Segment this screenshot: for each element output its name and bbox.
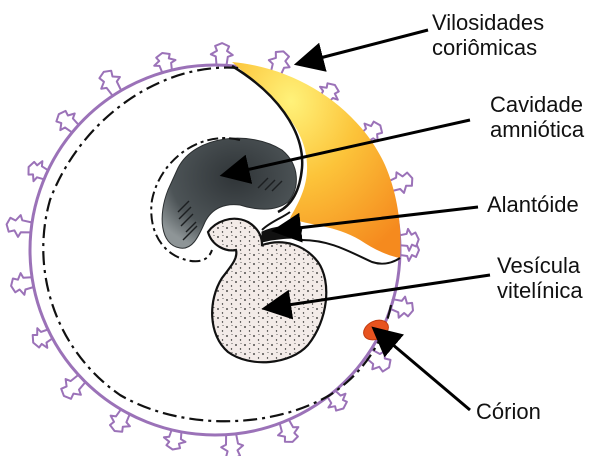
label-vilosidades-line1: Vilosidades xyxy=(432,10,544,35)
label-cavidade-amniotica: Cavidade amniótica xyxy=(490,92,584,142)
label-vilosidades-line2: coriômicas xyxy=(432,35,544,60)
label-alantoide: Alantóide xyxy=(487,192,579,217)
label-cavidade-line2: amniótica xyxy=(490,117,584,142)
villus xyxy=(211,43,233,65)
label-vesicula-vitelinica: Vesícula vitelínica xyxy=(497,253,583,303)
villus xyxy=(221,434,243,456)
arrow-vilosidades xyxy=(320,30,428,58)
villus xyxy=(11,273,34,295)
label-cavidade-line1: Cavidade xyxy=(490,92,584,117)
label-vilosidades-corionicas: Vilosidades coriômicas xyxy=(432,10,544,60)
label-corion-line1: Córion xyxy=(476,399,541,424)
label-corion: Córion xyxy=(476,399,541,424)
label-vesicula-line2: vitelínica xyxy=(497,278,583,303)
arrow-corion xyxy=(392,344,470,410)
label-vesicula-line1: Vesícula xyxy=(497,253,583,278)
villus xyxy=(7,215,32,237)
label-alantoide-line1: Alantóide xyxy=(487,192,579,217)
